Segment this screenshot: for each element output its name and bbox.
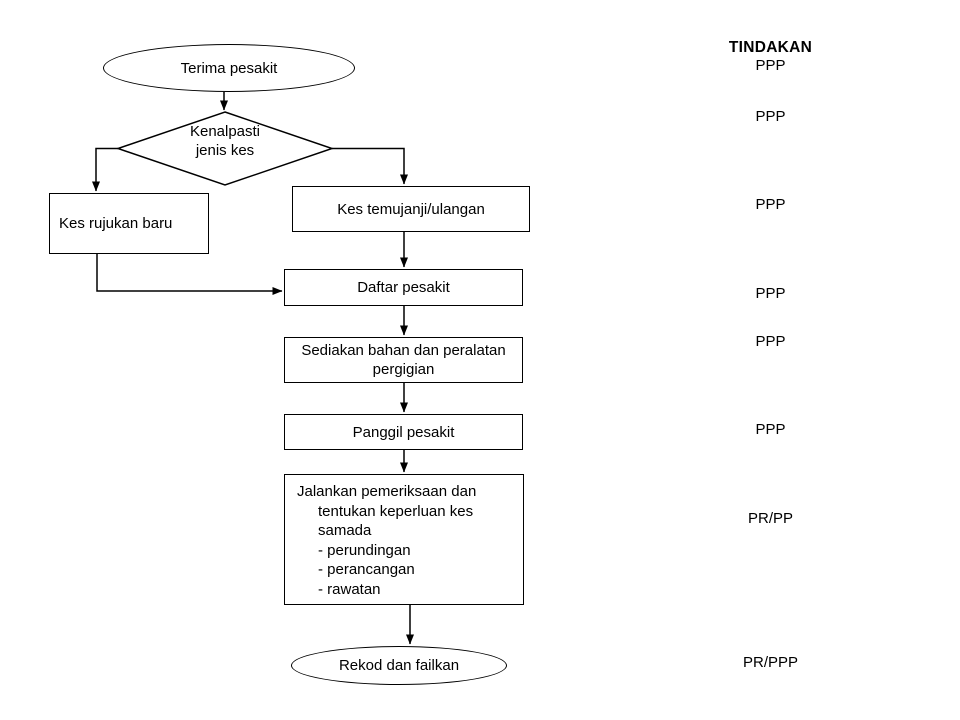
prepare-label-line1: Sediakan bahan dan peralatan [301, 342, 506, 359]
end-node: Rekod dan failkan [291, 646, 507, 685]
examine-node: Jalankan pemeriksaan dan tentukan keperl… [284, 474, 524, 605]
decision-diamond-shape [115, 111, 335, 186]
decision-label-line2: jenis kes [195, 142, 255, 159]
examine-label-line6: - rawatan [318, 580, 381, 598]
decision-node-label: Kenalpasti jenis kes [150, 122, 300, 160]
action-label: PPP [755, 108, 786, 125]
connector-new-referral-to-register [96, 254, 283, 295]
action-label: PPP [755, 333, 786, 350]
connectors [92, 92, 414, 645]
examine-label-line1: Jalankan pemeriksaan dan [297, 483, 477, 500]
end-node-label: Rekod dan failkan [338, 657, 460, 674]
register-label: Daftar pesakit [357, 279, 450, 296]
call-node: Panggil pesakit [284, 414, 523, 450]
action-label: PPP [755, 57, 786, 74]
start-node: Terima pesakit [103, 44, 355, 92]
examine-label-line3: samada [318, 522, 372, 539]
action-label: PPP [755, 196, 786, 213]
new-referral-node: Kes rujukan baru [49, 193, 209, 254]
connector-decision-to-appointment [332, 147, 408, 185]
examine-label-line5: - perancangan [318, 561, 415, 578]
action-label: PR/PP [747, 510, 793, 527]
appointment-node: Kes temujanji/ulangan [292, 186, 530, 232]
new-referral-label: Kes rujukan baru [59, 215, 173, 232]
appointment-label: Kes temujanji/ulangan [337, 200, 485, 218]
action-label: PPP [755, 285, 786, 302]
action-label: PR/PPP [742, 654, 799, 671]
call-label: Panggil pesakit [352, 423, 455, 441]
actions-column-header: TINDAKAN [728, 39, 813, 56]
action-label: PPP [755, 421, 786, 438]
examine-label-line4: - perundingan [318, 541, 411, 559]
start-node-label: Terima pesakit [180, 59, 278, 77]
prepare-label-line2: pergigian [372, 361, 435, 378]
register-node: Daftar pesakit [284, 269, 523, 306]
decision-label-line1: Kenalpasti [189, 123, 261, 140]
connector-decision-to-new-referral [92, 147, 118, 192]
examine-label-line2: tentukan keperluan kes [318, 502, 474, 520]
prepare-node: Sediakan bahan dan peralatan pergigian [284, 337, 523, 383]
